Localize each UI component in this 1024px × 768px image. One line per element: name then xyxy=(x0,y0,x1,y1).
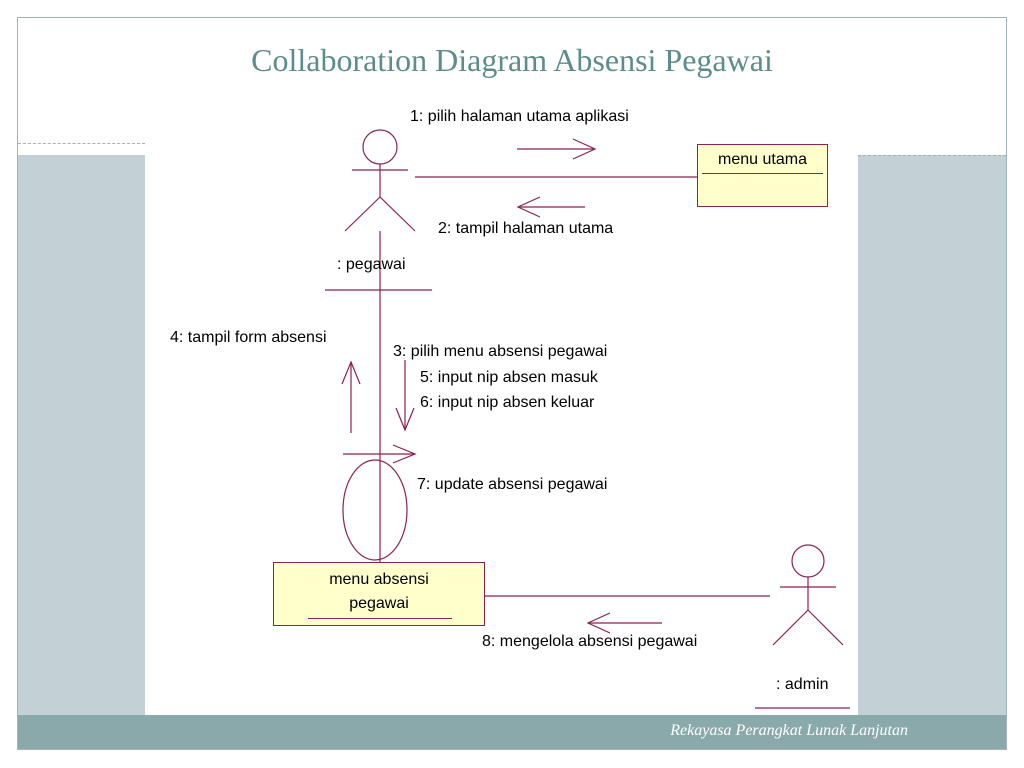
left-dashed-rule xyxy=(18,143,145,144)
right-side-band xyxy=(858,155,1006,715)
object-menu-absensi-label-line1: menu absensi xyxy=(329,571,429,588)
message-1-label: 1: pilih halaman utama aplikasi xyxy=(410,108,629,125)
admin-actor-icon xyxy=(755,544,850,709)
message-2-label: 2: tampil halaman utama xyxy=(438,220,614,237)
arrow-message-1 xyxy=(517,138,597,160)
object-menu-absensi-pegawai: menu absensi pegawai xyxy=(273,562,485,626)
arrow-message-4 xyxy=(341,360,361,433)
message-8-label: 8: mengelola absensi pegawai xyxy=(482,633,698,650)
object-menu-utama-underline xyxy=(702,173,823,174)
footer-bar: Rekayasa Perangkat Lunak Lanjutan xyxy=(18,715,1006,749)
admin-actor-label: : admin xyxy=(776,676,829,693)
object-menu-utama: menu utama xyxy=(697,144,828,207)
arrow-message-3-5-6 xyxy=(395,360,415,432)
message-5-label: 5: input nip absen masuk xyxy=(420,369,598,386)
message-7-label: 7: update absensi pegawai xyxy=(417,476,608,493)
message-3-label: 3: pilih menu absensi pegawai xyxy=(393,343,608,360)
slide-title: Collaboration Diagram Absensi Pegawai xyxy=(251,42,773,78)
message-4-label: 4: tampil form absensi xyxy=(170,329,327,346)
diagram-canvas: menu utama menu absensi pegawai 1: pilih… xyxy=(145,100,858,711)
arrow-message-2 xyxy=(516,196,585,218)
arrow-message-7 xyxy=(343,444,417,464)
footer-text: Rekayasa Perangkat Lunak Lanjutan xyxy=(670,722,908,739)
object-menu-absensi-underline xyxy=(308,618,452,619)
slide-frame xyxy=(17,17,1007,750)
diagram-svg xyxy=(325,129,850,709)
self-loop-menu-absensi xyxy=(342,459,408,561)
right-dashed-rule xyxy=(858,155,1006,156)
pegawai-actor-label: : pegawai xyxy=(337,256,406,273)
left-side-band xyxy=(18,155,145,715)
message-6-label: 6: input nip absen keluar xyxy=(420,394,595,411)
pegawai-actor-icon xyxy=(325,129,432,291)
object-menu-absensi-label-line2: pegawai xyxy=(349,595,409,612)
arrow-message-8 xyxy=(586,612,662,634)
object-menu-utama-label: menu utama xyxy=(718,151,807,168)
